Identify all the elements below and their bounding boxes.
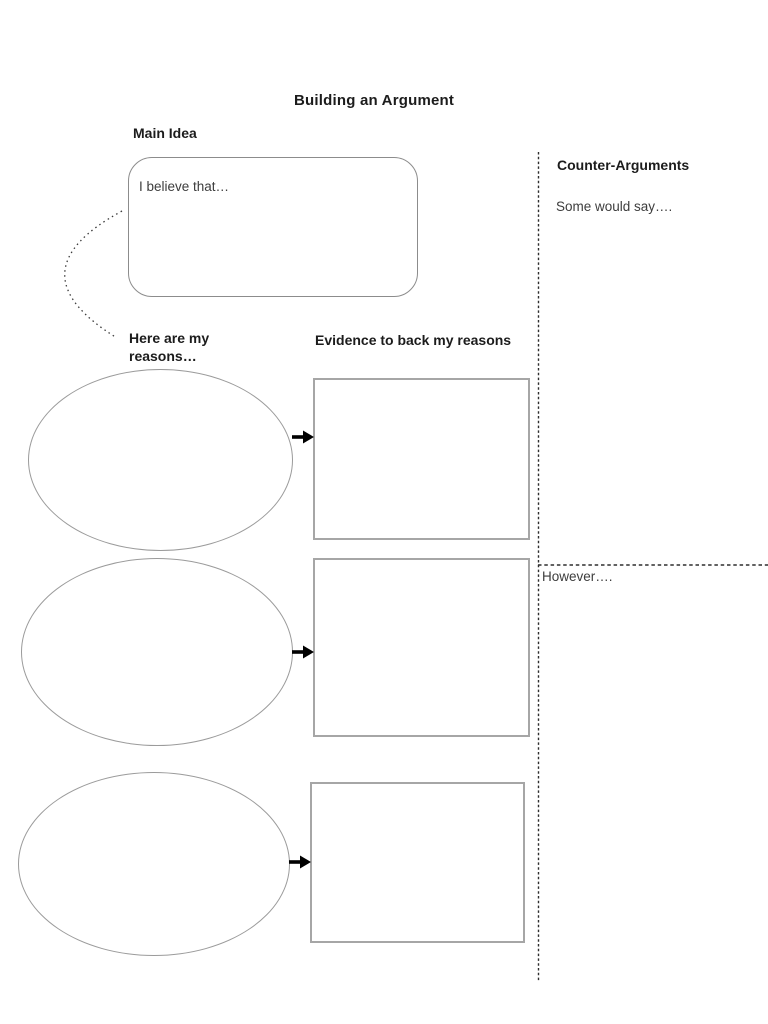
evidence-box-1 bbox=[313, 378, 530, 540]
evidence-box-3 bbox=[310, 782, 525, 943]
main-idea-heading: Main Idea bbox=[133, 125, 197, 141]
evidence-box-2 bbox=[313, 558, 530, 737]
reason-ellipse-1 bbox=[28, 369, 293, 551]
evidence-heading: Evidence to back my reasons bbox=[315, 332, 512, 348]
counter-arguments-heading: Counter-Arguments bbox=[557, 157, 690, 173]
main-idea-to-reasons-dotted-curve bbox=[64, 210, 123, 339]
main-idea-prompt: I believe that… bbox=[139, 179, 230, 194]
main-idea-box: I believe that… bbox=[128, 157, 418, 297]
reason-ellipse-3 bbox=[18, 772, 290, 956]
counter-arguments-prompt-bottom: However…. bbox=[542, 569, 613, 584]
reasons-heading-line1: Here are my bbox=[129, 330, 210, 346]
reason-ellipse-2 bbox=[21, 558, 293, 746]
reasons-heading: Here are my reasons… bbox=[129, 329, 209, 365]
arrow-right-icon bbox=[292, 645, 314, 659]
arrow-right-icon bbox=[292, 430, 314, 444]
reasons-heading-line2: reasons… bbox=[129, 348, 197, 364]
page-title: Building an Argument bbox=[294, 92, 455, 109]
arrow-right-icon bbox=[289, 855, 311, 869]
counter-arguments-prompt-top: Some would say…. bbox=[556, 199, 673, 214]
